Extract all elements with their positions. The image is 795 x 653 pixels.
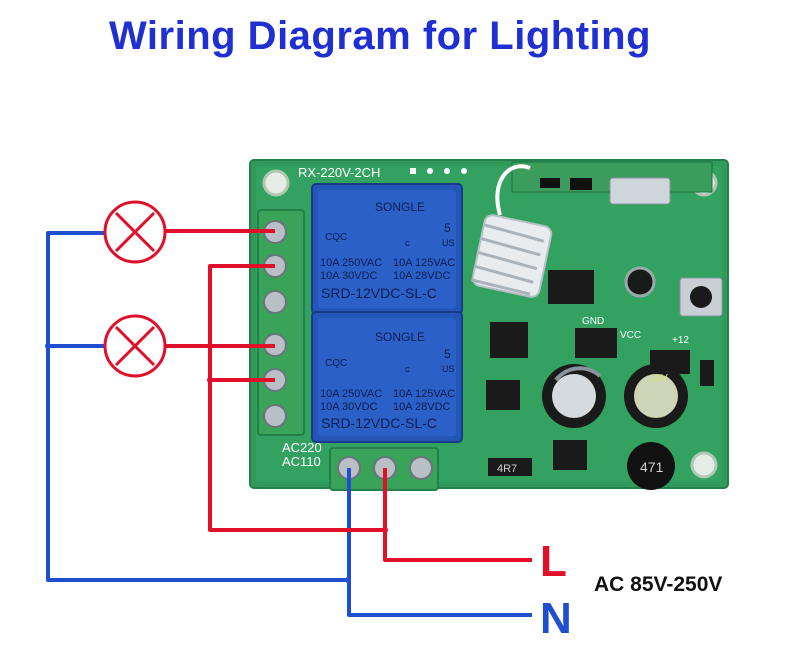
relay-rating-1: 10A 250VAC [320,388,382,400]
ic-chip [575,328,617,358]
live-wire-com-1 [208,264,385,532]
relay-cert-us: US [442,364,455,374]
electrolytic-capacitor: 10V [624,364,688,428]
input-label-ac220: AC220 [282,440,322,455]
antenna-coil [470,164,553,298]
live-wiring [166,229,532,562]
capacitor-label: 10V [650,373,668,384]
relay-cert-c: c [405,364,410,374]
relay-cert-cqc: CQC [325,232,347,243]
relay-cert-c: c [405,238,410,248]
relay-2: SONGLE 5 CQC c US 10A 250VAC 10A 125VAC … [311,311,463,443]
output-terminal-block [257,209,305,436]
electrolytic-capacitor [542,364,606,428]
crystal [609,177,671,205]
relay-model: SRD-12VDC-SL-C [321,285,437,301]
relay-rating-3: 10A 30VDC [320,270,378,282]
relay-cert-us: US [442,238,455,248]
resistor-label: 4R7 [497,463,517,475]
relay-rating-2: 10A 125VAC [393,257,455,269]
inductor: 471 [627,442,675,490]
mounting-hole [262,169,290,197]
board-model-label: RX-220V-2CH [298,165,380,180]
relay-rating-4: 10A 28VDC [393,401,451,413]
diode [700,360,714,386]
relay-rating-3: 10A 30VDC [320,401,378,413]
lamp-icon [103,200,167,264]
voltage-label: AC 85V-250V [594,573,722,596]
neutral-wire-terminal [347,468,532,617]
ic-chip [548,270,594,304]
relay-brand: SONGLE [375,330,425,344]
relay-cert-cqc: CQC [325,358,347,369]
live-label: L [540,537,567,586]
vcc-label: VCC [620,330,641,341]
relay-rating-4: 10A 28VDC [393,270,451,282]
terminal-screw [263,404,287,428]
ic-chip [486,380,520,410]
relay-model: SRD-12VDC-SL-C [321,415,437,431]
ic-chip [553,440,587,470]
gnd-label: GND [582,316,604,327]
ic-chip [490,322,528,358]
relay-number: 5 [444,221,451,235]
lamp-icon [103,314,167,378]
plus12-label: +12 [672,335,689,346]
relay-rating-2: 10A 125VAC [393,388,455,400]
inductor-label: 471 [640,459,664,475]
relay-number: 5 [444,347,451,361]
neutral-wire-lamp-1 [46,231,348,582]
relay-rating-1: 10A 250VAC [320,257,382,269]
neutral-label: N [540,594,572,643]
diagram-title: Wiring Diagram for Lighting [109,14,651,58]
neutral-wiring [46,231,532,617]
relay-1: SONGLE 5 CQC c US 10A 250VAC 10A 125VAC … [311,183,463,315]
capacitor-small [624,266,656,298]
terminal-screw [409,456,433,480]
live-wire-terminal [383,468,532,562]
resistor [488,458,532,476]
mounting-hole [690,451,718,479]
input-label-ac110: AC110 [282,454,321,469]
terminal-screw [263,290,287,314]
relay-brand: SONGLE [375,200,425,214]
